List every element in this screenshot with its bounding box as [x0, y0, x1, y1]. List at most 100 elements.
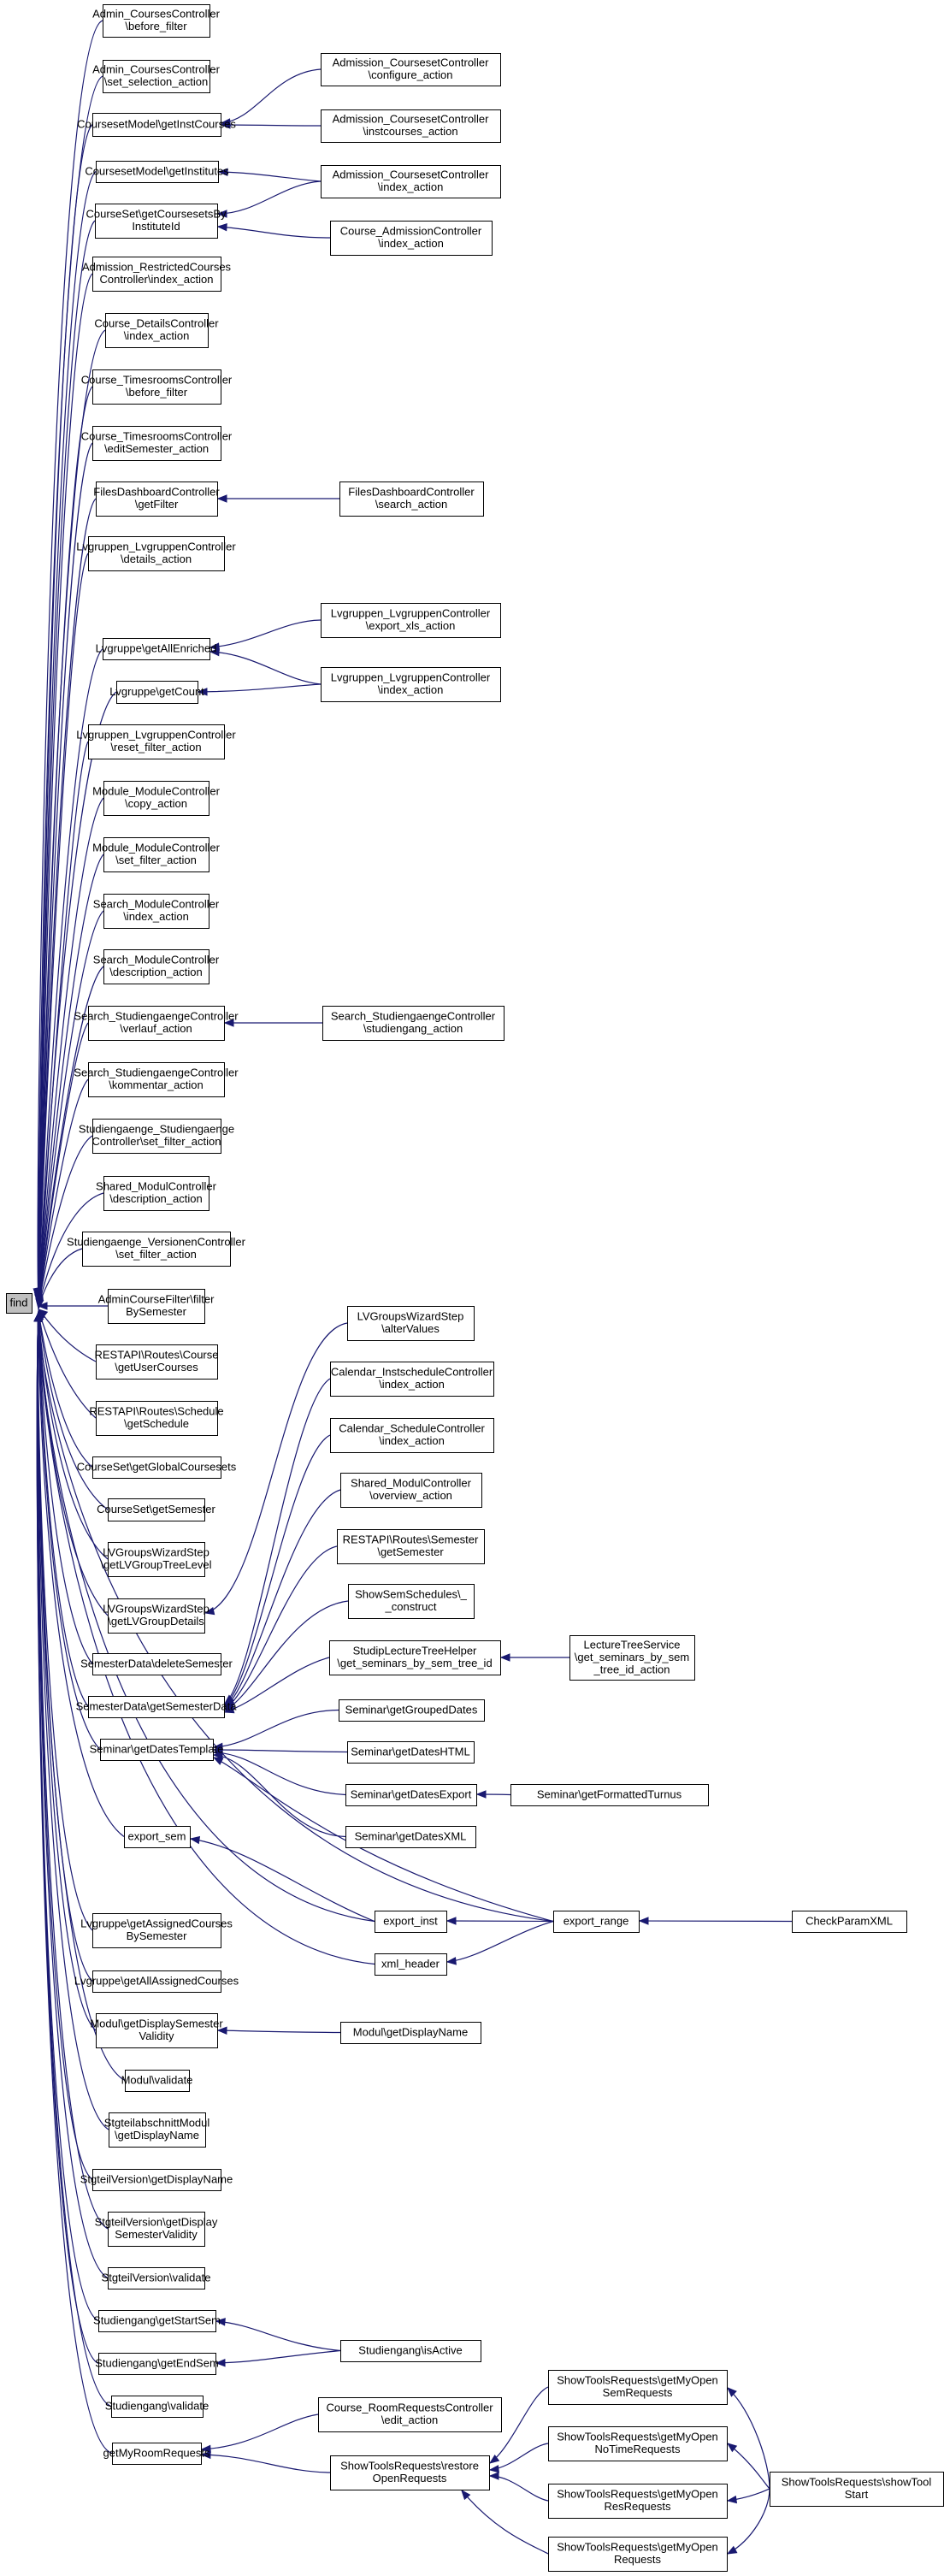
graph-node[interactable]: Seminar\getDatesExport [345, 1784, 477, 1806]
graph-node[interactable]: Search_StudiengaengeController\studienga… [322, 1006, 505, 1041]
graph-node[interactable]: Search_ModuleController\description_acti… [93, 949, 220, 984]
graph-node[interactable]: Calendar_InstscheduleController\index_ac… [330, 1362, 494, 1397]
graph-node[interactable]: Seminar\getDatesXML [345, 1826, 476, 1848]
edge-n37-to-n48 [224, 1434, 331, 1706]
graph-node[interactable]: Module_ModuleController\set_filter_actio… [92, 837, 221, 872]
graph-node[interactable]: Lvgruppen_LvgruppenController\reset_filt… [76, 724, 236, 759]
node-label: \getSemester [377, 1545, 444, 1558]
graph-node[interactable]: CoursesetModel\getInstCourses [77, 113, 236, 137]
graph-node[interactable]: Modul\getDisplayName [340, 2022, 481, 2044]
graph-node[interactable]: Calendar_ScheduleController\index_action [330, 1418, 494, 1453]
graph-node[interactable]: Modul\validate [121, 2070, 193, 2092]
graph-node[interactable]: RESTAPI\Routes\Course\getUserCourses [95, 1344, 219, 1380]
graph-node[interactable]: Seminar\getFormattedTurnus [510, 1784, 709, 1806]
graph-node[interactable]: CheckParamXML [792, 1911, 907, 1933]
graph-node[interactable]: Course_RoomRequestsController\edit_actio… [318, 2397, 502, 2432]
graph-node[interactable]: LVGroupsWizardStep\alterValues [347, 1306, 475, 1341]
graph-node[interactable]: StgteilVersion\getDisplayName [80, 2169, 233, 2191]
graph-node[interactable]: StgteilVersion\getDisplaySemesterValidit… [95, 2212, 218, 2247]
edge-n43-to-n48 [224, 1600, 349, 1711]
node-box [96, 1344, 218, 1380]
node-label: Modul\getDisplayName [353, 2025, 468, 2038]
graph-node[interactable]: Studiengang\isActive [340, 2340, 481, 2362]
graph-node[interactable]: LVGroupsWizardStep\getLVGroupTreeLevel [100, 1542, 212, 1577]
node-label: \instcourses_action [363, 125, 457, 138]
node-label: Module_ModuleController [92, 842, 221, 854]
graph-node[interactable]: Lvgruppe\getAllEnriched [96, 638, 217, 660]
graph-node[interactable]: Admission_CoursesetController\index_acti… [321, 165, 501, 198]
graph-node[interactable]: Admin_CoursesController\set_selection_ac… [92, 60, 221, 93]
node-label: Lvgruppe\getCount [109, 685, 204, 698]
arrow-head-icon [197, 688, 208, 696]
node-label: BySemester [126, 1305, 186, 1318]
graph-node[interactable]: Admission_RestrictedCoursesController\in… [82, 257, 232, 292]
graph-node[interactable]: Admin_CoursesController\before_filter [92, 4, 221, 38]
graph-node[interactable]: Studiengang\validate [105, 2396, 209, 2418]
graph-node[interactable]: StudipLectureTreeHelper\get_seminars_by_… [329, 1640, 501, 1675]
graph-node[interactable]: FilesDashboardController\search_action [339, 482, 484, 517]
graph-node[interactable]: Studiengang\getEndSem [95, 2353, 219, 2375]
graph-node[interactable]: SemesterData\deleteSemester [80, 1653, 233, 1675]
graph-node[interactable]: Course_TimesroomsController\editSemester… [81, 426, 233, 461]
graph-node[interactable]: Search_StudiengaengeController\verlauf_a… [74, 1006, 239, 1041]
graph-node[interactable]: CoursesetModel\getInstitutes [85, 161, 229, 183]
graph-node[interactable]: getMyRoomRequests [103, 2443, 210, 2465]
graph-node[interactable]: Studiengang\getStartSem [93, 2310, 221, 2332]
edge-n55-to-find [38, 1312, 125, 1837]
node-box [510, 1784, 709, 1806]
graph-node[interactable]: Seminar\getDatesHTML [347, 1741, 475, 1764]
node-label: Lvgruppen_LvgruppenController [76, 541, 236, 553]
graph-node[interactable]: CourseSet\getSemester [97, 1498, 216, 1521]
graph-node-root[interactable]: find [6, 1293, 32, 1314]
graph-node[interactable]: Studiengaenge_VersionenController\set_fi… [67, 1232, 246, 1267]
graph-node[interactable]: export_range [553, 1911, 640, 1933]
graph-node[interactable]: xml_header [375, 1953, 447, 1976]
graph-node[interactable]: Lvgruppen_LvgruppenController\index_acti… [321, 667, 501, 702]
graph-node[interactable]: LVGroupsWizardStep\getLVGroupDetails [103, 1598, 209, 1634]
graph-node[interactable]: Seminar\getDatesTemplate [90, 1739, 224, 1761]
graph-node[interactable]: StgteilVersion\validate [102, 2267, 211, 2289]
graph-node[interactable]: Course_AdmissionController\index_action [330, 221, 493, 256]
graph-node[interactable]: SemesterData\getSemesterData [76, 1696, 238, 1718]
graph-node[interactable]: FilesDashboardController\getFilter [93, 482, 220, 517]
graph-node[interactable]: Lvgruppen_LvgruppenController\details_ac… [76, 536, 236, 571]
node-label: Module_ModuleController [92, 785, 221, 798]
edge-n2-to-find [38, 75, 103, 1299]
graph-node[interactable]: RESTAPI\Routes\Schedule\getSchedule [89, 1401, 224, 1436]
graph-node[interactable]: Search_ModuleController\index_action [93, 894, 220, 929]
graph-node[interactable]: export_inst [375, 1911, 447, 1933]
graph-node[interactable]: Course_DetailsController\index_action [94, 313, 219, 348]
graph-node[interactable]: Module_ModuleController\copy_action [92, 781, 221, 816]
graph-node[interactable]: Studiengaenge_StudiengaengeController\se… [79, 1119, 234, 1154]
graph-node[interactable]: StgteilabschnittModul\getDisplayName [104, 2112, 210, 2148]
graph-node[interactable]: Admission_CoursesetController\instcourse… [321, 109, 501, 143]
graph-node[interactable]: Lvgruppen_LvgruppenController\export_xls… [321, 603, 501, 638]
node-label: SemRequests [603, 2386, 673, 2399]
node-label: AdminCourseFilter\filter [98, 1293, 215, 1306]
graph-node[interactable]: CourseSet\getGlobalCoursesets [77, 1456, 237, 1479]
graph-node[interactable]: ShowSemSchedules\__construct [348, 1584, 475, 1619]
graph-node[interactable]: RESTAPI\Routes\Semester\getSemester [337, 1529, 485, 1564]
graph-node[interactable]: ShowToolsRequests\getMyOpenNoTimeRequest… [548, 2426, 728, 2461]
node-label: \before_filter [126, 386, 188, 399]
edge-n33-to-n44 [204, 1322, 348, 1614]
graph-node[interactable]: export_sem [124, 1826, 191, 1848]
graph-node[interactable]: Admission_CoursesetController\configure_… [321, 53, 501, 86]
graph-node[interactable]: Search_StudiengaengeController\kommentar… [74, 1062, 239, 1097]
graph-node[interactable]: LectureTreeService\get_seminars_by_sem_t… [569, 1635, 695, 1681]
graph-node[interactable]: Course_TimesroomsController\before_filte… [81, 369, 233, 405]
graph-node[interactable]: Shared_ModulController\description_actio… [96, 1176, 217, 1211]
graph-node[interactable]: Lvgruppe\getCount [109, 681, 204, 704]
graph-node[interactable]: Lvgruppe\getAllAssignedCourses [74, 1970, 239, 1993]
graph-node[interactable]: Shared_ModulController\overview_action [340, 1473, 482, 1508]
graph-node[interactable]: Seminar\getGroupedDates [339, 1699, 485, 1722]
